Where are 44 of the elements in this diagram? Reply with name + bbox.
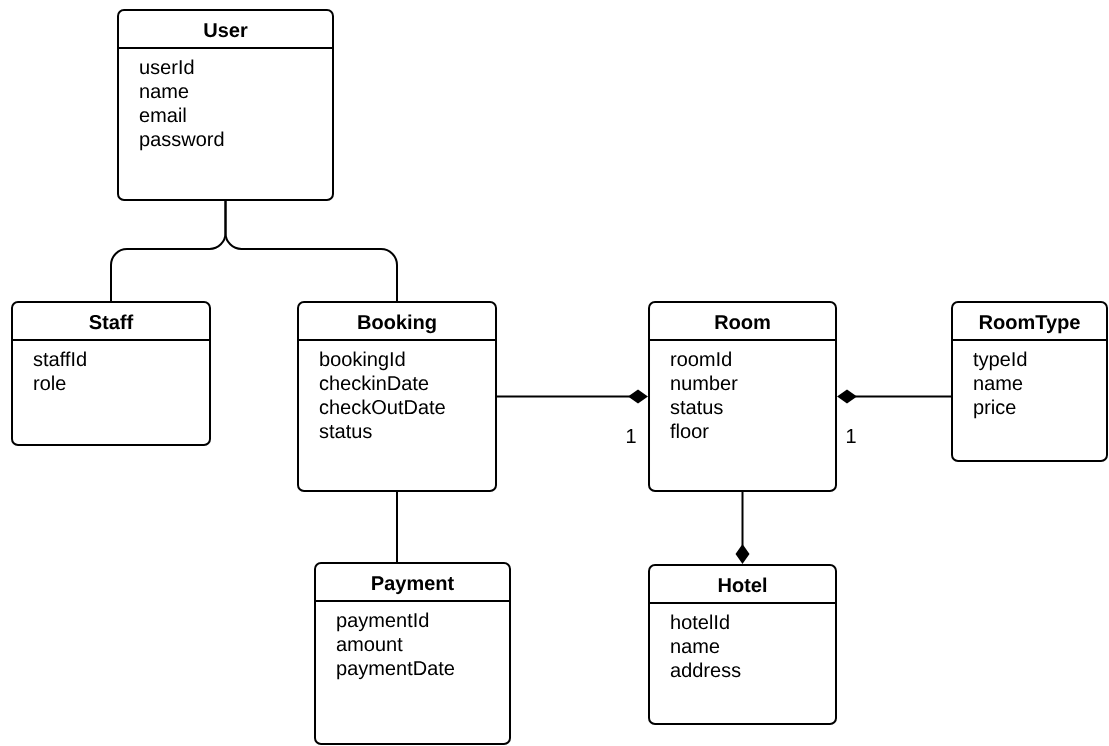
class-name: Hotel — [718, 577, 767, 593]
class-box — [297, 301, 497, 492]
attribute: hotelId — [671, 614, 729, 630]
attribute: address — [670, 662, 741, 678]
attribute: email — [139, 107, 186, 123]
attribute: checkinDate — [319, 375, 429, 391]
class-name: User — [204, 23, 248, 38]
attribute: floor — [670, 423, 709, 439]
class-box — [117, 9, 334, 201]
class-box — [648, 564, 837, 725]
class-name: Booking — [358, 314, 436, 334]
attribute: number — [671, 375, 738, 391]
attribute: name — [140, 87, 189, 99]
connector — [396, 491, 398, 563]
attribute: staffId — [33, 351, 86, 367]
class-name: Staff — [89, 314, 134, 330]
connector — [224, 200, 398, 302]
connector — [496, 389, 648, 404]
connector — [837, 389, 952, 404]
attribute: roomId — [671, 351, 731, 367]
class-box — [314, 562, 511, 745]
attribute: name — [974, 379, 1023, 391]
class-name: RoomType — [979, 315, 1080, 334]
attribute: status — [670, 401, 723, 415]
class-box — [648, 301, 837, 492]
attribute: status — [319, 425, 372, 439]
connector — [735, 491, 750, 564]
attribute: userId — [140, 59, 194, 75]
attribute: paymentId — [337, 612, 429, 632]
class-box — [951, 301, 1108, 462]
attribute: password — [140, 131, 224, 151]
class-box — [11, 301, 211, 446]
multiplicity: 1 — [623, 427, 639, 445]
attribute: role — [34, 375, 66, 391]
attribute: amount — [336, 638, 403, 652]
attribute: typeId — [973, 351, 1027, 371]
class-name: Room — [715, 315, 770, 330]
attribute: price — [974, 399, 1016, 419]
attribute: name — [671, 642, 720, 654]
class-name: Payment — [372, 576, 454, 595]
attribute: bookingId — [320, 351, 405, 371]
attribute: checkOutDate — [319, 399, 445, 415]
attribute: paymentDate — [337, 661, 455, 680]
multiplicity: 1 — [843, 427, 859, 445]
